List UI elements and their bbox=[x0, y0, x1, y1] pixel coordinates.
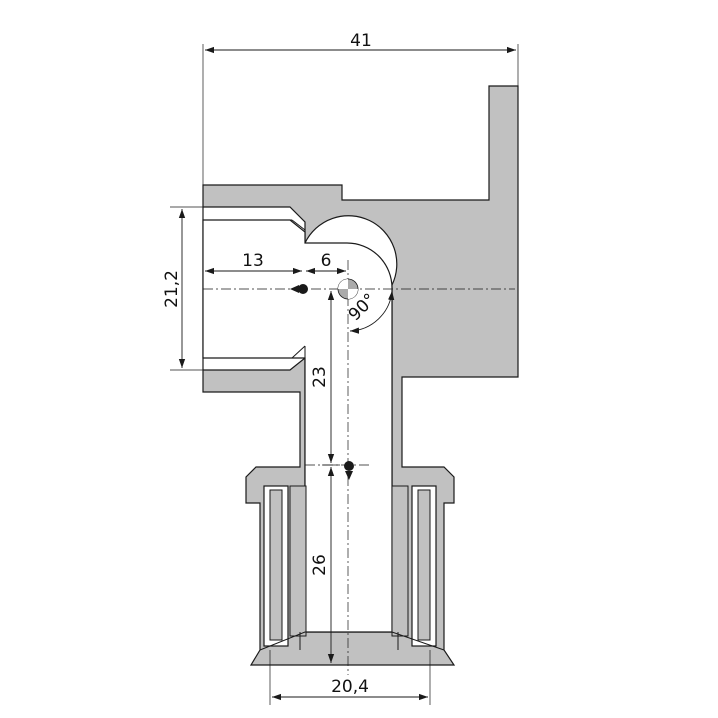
label-vertical-lower: 26 bbox=[310, 554, 330, 576]
fitting-body bbox=[202, 85, 519, 666]
label-outlet-diameter: 20,4 bbox=[331, 677, 369, 697]
outlet-reference-marker bbox=[344, 461, 354, 480]
elbow-bore bbox=[202, 219, 393, 633]
extension-lines bbox=[170, 44, 519, 705]
outlet-sleeve bbox=[251, 485, 454, 666]
dim-arc-angle bbox=[349, 290, 395, 334]
internal-thread bbox=[203, 219, 306, 392]
label-offset: 6 bbox=[321, 251, 332, 271]
label-vertical-upper: 23 bbox=[310, 366, 330, 388]
inlet-reference-marker bbox=[290, 284, 308, 294]
label-inlet-depth: 13 bbox=[242, 251, 264, 271]
label-overall-width: 41 bbox=[350, 31, 372, 51]
label-thread-diameter: 21,2 bbox=[162, 270, 182, 308]
dimension-lines bbox=[178, 46, 516, 701]
